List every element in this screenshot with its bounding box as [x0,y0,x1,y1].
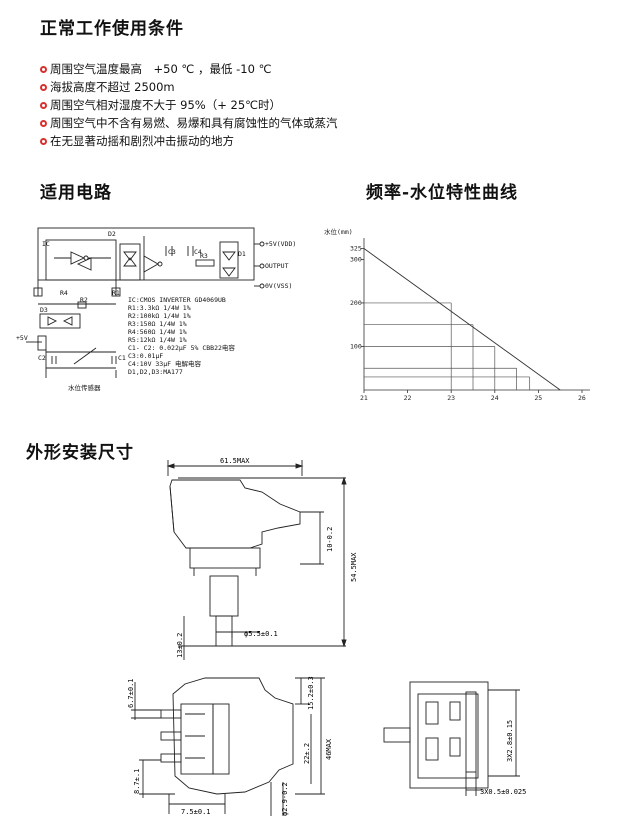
bom-line: R1:3.3kΩ 1/4W 1% [128,304,191,312]
dim-c: 7.5±0.1 [181,808,211,816]
condition-item: 在无显著动摇和剧烈冲击振动的地方 [40,132,338,150]
y-tick-label: 300 [350,255,362,263]
circuit-diagram: IC D2 C3 C4 R3 D1 +5V(VDD) OUTPUT 0V(VSS… [16,227,296,392]
curve-title: 频率-水位特性曲线 [366,183,519,203]
dim-pin-width: 3X2.8±0.15 [506,720,514,762]
frequency-level-chart: 21 22 23 24 25 26 325 300 200 100 水位(mm) [324,227,590,402]
bom-line: R5:12kΩ 1/4W 1% [128,336,187,344]
bom-line: IC:CMOS INVERTER GD4069UB [128,296,226,304]
y-tick-label: 100 [350,342,362,350]
dim-b: 8.7±.1 [133,769,141,794]
circuit-title: 适用电路 [40,183,112,203]
label-vss: 0V(VSS) [265,282,292,290]
bom-line: R2:100kΩ 1/4W 1% [128,312,191,320]
dim-width: 61.5MAX [220,457,250,465]
condition-item: 海拔高度不超过 2500m [40,78,338,96]
bom-line: R3:150Ω 1/4W 1% [128,320,187,328]
dim-base: 13±0.2 [176,633,184,658]
label-sensor: 水位传感器 [68,383,101,392]
x-tick-label: 26 [578,394,586,402]
label-d2: D2 [108,230,116,238]
y-tick-label: 200 [350,299,362,307]
dim-d: ϕ2.9-0.2 [281,782,289,816]
y-axis-label: 水位(mm) [324,227,353,236]
label-ic: IC [42,240,50,248]
x-tick-label: 25 [534,394,542,402]
condition-item: 周围空气温度最高 +50 ℃ ，最低 -10 ℃ [40,60,338,78]
label-r2: R2 [80,296,88,304]
x-tick-label: 22 [404,394,412,402]
bom-line: C4:10V 33μF 电解电容 [128,359,201,368]
dim-pin-thickness: 3X0.5±0.025 [480,788,526,796]
x-tick-label: 23 [447,394,455,402]
label-output: OUTPUT [265,262,289,270]
label-c4: C4 [194,248,202,256]
bullet-icon [40,101,47,109]
conditions-title: 正常工作使用条件 [40,19,184,39]
bullet-icon [40,83,47,91]
condition-item: 周围空气中不含有易燃、易爆和具有腐蚀性的气体或蒸汽 [40,114,338,132]
label-r3: R3 [200,252,208,260]
bullet-icon [40,65,47,73]
dimension-drawing-bottom-left: 6.7±0.1 8.7±.1 7.5±0.1 ϕ2.9-0.2 15.2±0.3… [127,676,333,816]
dim-g: 22±.2 [303,743,311,764]
dim-a: 6.7±0.1 [127,678,135,708]
x-tick-label: 21 [360,394,368,402]
bom-line: C1- C2: 0.022μF 5% CBB22电容 [128,343,235,352]
label-vdd: +5V(VDD) [265,240,296,248]
dimension-drawing-bottom-right: 3X2.8±0.15 3X0.5±0.025 [383,681,526,796]
label-r4: R4 [60,289,68,297]
dimensions-title: 外形安装尺寸 [26,443,134,463]
x-tick-label: 24 [491,394,499,402]
conditions-list: 周围空气温度最高 +50 ℃ ，最低 -10 ℃ 海拔高度不超过 2500m 周… [40,60,338,150]
dim-shaft: ϕ5.5±0.1 [244,630,278,638]
label-c1: C1 [118,354,126,362]
condition-item: 周围空气相对湿度不大于 95%（+ 25℃时） [40,96,338,114]
bom-line: C3:0.01μF [128,352,163,360]
label-c2: C2 [38,354,46,362]
dim-height: 54.5MAX [350,552,358,582]
label-d3: D3 [40,306,48,314]
bullet-icon [40,119,47,127]
label-r1: R1 [112,289,120,297]
dim-e: 15.2±0.3 [307,676,315,710]
label-d1: D1 [238,250,246,258]
bom-line: R4:560Ω 1/4W 1% [128,328,187,336]
series-line [363,248,561,391]
label-plus5v: +5V [16,334,28,342]
bom-line: D1,D2,D3:MA177 [128,368,183,376]
label-c3: C3 [168,248,176,256]
dim-side: 10-0.2 [326,527,334,552]
y-tick-label: 325 [350,245,362,253]
dim-f: 46MAX [325,738,333,760]
dimension-drawing-top: 61.5MAX 54.5MAX 10-0.2 ϕ5.5±0.1 13±0.2 [166,457,358,660]
bullet-icon [40,137,47,145]
